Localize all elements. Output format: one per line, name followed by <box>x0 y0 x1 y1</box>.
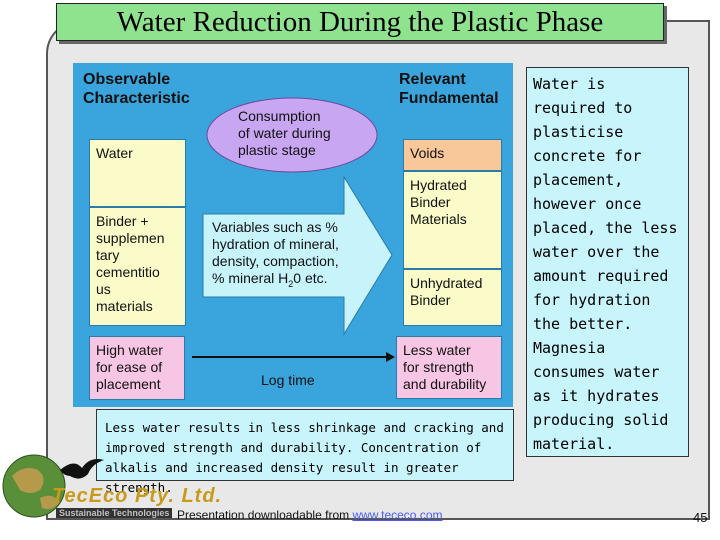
high-water-box: High water for ease of placement <box>89 336 185 400</box>
right-header: Relevant Fundamental <box>399 71 499 107</box>
bird-icon <box>60 459 104 479</box>
ellipse-label: Consumption of water during plastic stag… <box>238 108 331 158</box>
logo-tagline: Sustainable Technologies <box>56 508 173 518</box>
binder-box: Binder + supplemen tary cementitio us ma… <box>89 207 186 326</box>
slide-title: Water Reduction During the Plastic Phase <box>56 3 664 41</box>
footer-text: Presentation downloadable from <box>177 508 353 522</box>
arrow-label: Variables such as % hydration of mineral… <box>212 219 372 293</box>
voids-box: Voids <box>403 139 502 171</box>
left-header: Observable Characteristic <box>83 71 190 107</box>
right-note: Water is required to plasticise concrete… <box>526 67 689 457</box>
logo-name: TecEco Pty. Ltd. <box>52 485 223 507</box>
log-time-label: Log time <box>261 372 315 388</box>
globe-icon <box>2 454 66 518</box>
page-number: 45 <box>693 510 708 525</box>
log-time-arrow-icon <box>192 352 395 362</box>
consumption-ellipse <box>206 97 378 173</box>
less-water-box: Less water for strength and durability <box>396 336 502 399</box>
unhydrated-binder-box: Unhydrated Binder <box>403 269 502 326</box>
arrow-label-subscript: 2 <box>288 278 294 289</box>
hydrated-binder-box: Hydrated Binder Materials <box>403 171 502 269</box>
arrow-label-end: 0 etc. <box>293 270 328 286</box>
footer-link[interactable]: www.tececo.com <box>352 508 443 522</box>
water-box: Water <box>89 139 186 207</box>
bottom-note: Less water results in less shrinkage and… <box>96 409 514 495</box>
variables-arrow <box>202 176 393 336</box>
footer: Presentation downloadable from www.tecec… <box>177 508 442 522</box>
arrow-label-main: Variables such as % hydration of mineral… <box>212 219 339 286</box>
